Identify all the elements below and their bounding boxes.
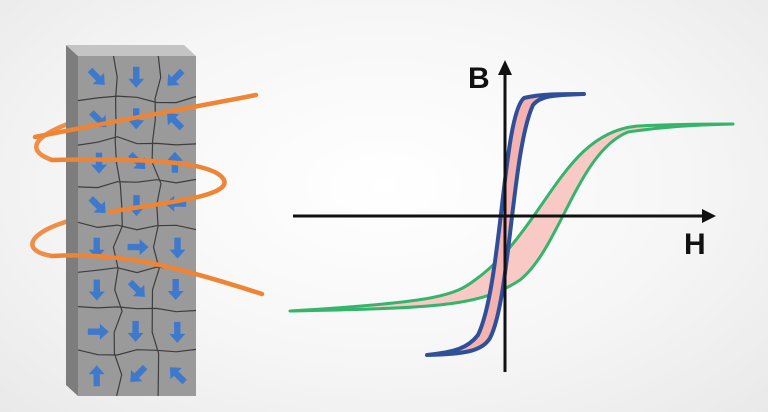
block-arrow-icon (127, 320, 144, 342)
block-arrow-icon (91, 152, 107, 174)
coil-front (32, 92, 265, 297)
block-arrow-icon (88, 237, 105, 259)
b-axis-label: B (468, 62, 490, 95)
grain-boundary-vertical (112, 55, 123, 397)
block-arrow-icon (167, 68, 185, 86)
coil-front-strand (49, 253, 265, 297)
bar-top-face (66, 45, 196, 56)
grain-boundary-horizontal (77, 136, 197, 146)
block-arrow-icon (167, 279, 184, 300)
b-axis-arrowhead (498, 60, 512, 75)
grain-boundary-horizontal (77, 348, 197, 356)
coil-front-strand (49, 157, 227, 215)
block-arrow-icon (169, 321, 186, 343)
magnetic-domains (87, 66, 187, 387)
block-arrow-icon (167, 113, 185, 131)
grain-boundary-horizontal (77, 221, 197, 231)
block-arrow-icon (127, 279, 145, 297)
grain-boundary-horizontal (77, 306, 197, 313)
bar-side-face (66, 45, 78, 396)
block-arrow-icon (130, 364, 148, 382)
coil-front-strand (32, 92, 259, 140)
grain-boundary-horizontal (77, 178, 197, 189)
block-arrow-icon (88, 279, 105, 301)
block-arrow-icon (87, 323, 109, 340)
hysteresis-graph: B H (288, 60, 735, 372)
h-axis-label: H (684, 228, 706, 261)
graph-axes (293, 60, 716, 372)
block-arrow-icon (169, 237, 186, 259)
block-arrow-icon (87, 67, 105, 85)
block-arrow-icon (88, 365, 105, 387)
block-arrow-icon (169, 367, 187, 385)
block-arrow-icon (88, 196, 106, 214)
block-arrow-icon (128, 66, 145, 88)
magnetic-bar (30, 45, 265, 397)
h-axis-arrowhead (702, 209, 716, 223)
grain-boundary-horizontal (77, 95, 197, 104)
wide-hysteresis-loop (288, 122, 735, 313)
block-arrow-icon (127, 239, 149, 256)
